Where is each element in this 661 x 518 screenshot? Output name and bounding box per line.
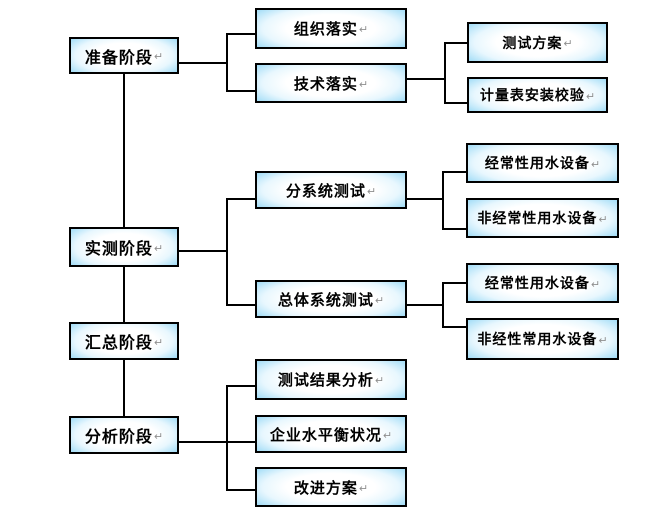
connector-tech-out <box>407 78 445 80</box>
node-label: 总体系统测试 <box>277 290 374 309</box>
paragraph-return-mark: ↵ <box>585 89 596 103</box>
connector-spine-summary-analysis <box>123 360 125 416</box>
node-label: 汇总阶段 <box>84 333 153 352</box>
node-test-result-analysis: 测试结果分析↵ <box>255 359 407 400</box>
node-label: 经常性用水设备 <box>484 276 590 292</box>
connector-analysis-out <box>179 441 255 443</box>
paragraph-return-mark: ↵ <box>598 212 608 226</box>
node-analysis-phase: 分析阶段↵ <box>69 416 179 454</box>
paragraph-return-mark: ↵ <box>382 428 393 442</box>
connector-prep-out <box>179 62 227 64</box>
paragraph-return-mark: ↵ <box>374 293 385 307</box>
node-label: 测试结果分析 <box>277 371 374 389</box>
node-label: 计量表安装校验 <box>479 88 585 104</box>
connector-stub-org <box>226 33 255 35</box>
paragraph-return-mark: ↵ <box>153 335 164 349</box>
node-label: 企业水平衡状况 <box>269 425 382 444</box>
node-label: 改进方案 <box>293 478 358 497</box>
connector-bracket-d <box>442 171 444 230</box>
paragraph-return-mark: ↵ <box>358 23 369 36</box>
paragraph-return-mark: ↵ <box>358 481 369 495</box>
paragraph-return-mark: ↵ <box>153 241 164 255</box>
connector-spine-measure-summary <box>123 267 125 322</box>
connector-bracket-a <box>226 33 228 92</box>
connector-measure-out <box>179 250 227 252</box>
node-improvement-plan: 改进方案↵ <box>255 467 407 507</box>
connector-stub-tech <box>226 90 255 92</box>
paragraph-return-mark: ↵ <box>153 50 164 63</box>
paragraph-return-mark: ↵ <box>366 184 377 198</box>
node-nonregular-water-equipment-1: 非经常性用水设备↵ <box>466 198 619 238</box>
connector-bracket-f <box>226 385 228 491</box>
node-label: 组织落实 <box>293 20 358 38</box>
paragraph-return-mark: ↵ <box>590 277 601 291</box>
node-test-plan: 测试方案↵ <box>467 22 608 63</box>
node-nonregular-water-equipment-2: 非经性常用水设备↵ <box>466 318 619 360</box>
node-preparation-phase: 准备阶段↵ <box>69 37 179 74</box>
connector-stub-regular1 <box>442 171 466 173</box>
connector-stub-subsys <box>226 198 255 200</box>
node-label: 非经性常用水设备 <box>477 332 598 348</box>
connector-stub-regular2 <box>442 282 466 284</box>
connector-stub-nonregular1 <box>442 228 466 230</box>
connector-stub-nonregular2 <box>442 326 466 328</box>
connector-bracket-b <box>444 42 446 104</box>
connector-spine-prep-measure <box>123 74 125 227</box>
node-subsystem-test: 分系统测试↵ <box>255 171 407 209</box>
connector-subsys-out <box>407 198 443 200</box>
node-regular-water-equipment-1: 经常性用水设备↵ <box>466 143 619 183</box>
paragraph-return-mark: ↵ <box>358 77 369 91</box>
node-label: 实测阶段 <box>84 239 153 258</box>
node-enterprise-water-balance-status: 企业水平衡状况↵ <box>255 415 407 453</box>
node-label: 分系统测试 <box>285 181 366 200</box>
node-summary-phase: 汇总阶段↵ <box>69 322 179 360</box>
paragraph-return-mark: ↵ <box>590 157 601 171</box>
node-technical-implementation: 技术落实↵ <box>255 63 407 103</box>
node-label: 技术落实 <box>293 74 358 93</box>
node-label: 准备阶段 <box>84 47 153 67</box>
node-regular-water-equipment-2: 经常性用水设备↵ <box>466 263 619 303</box>
paragraph-return-mark: ↵ <box>598 333 608 347</box>
node-meter-installation-calibration: 计量表安装校验↵ <box>467 77 608 113</box>
connector-stub-improve <box>226 489 255 491</box>
paragraph-return-mark: ↵ <box>374 374 385 387</box>
connector-stub-result <box>226 385 255 387</box>
node-label: 经常性用水设备 <box>484 156 590 172</box>
node-overall-system-test: 总体系统测试↵ <box>255 280 407 318</box>
node-organization-implementation: 组织落实↵ <box>255 8 407 49</box>
paragraph-return-mark: ↵ <box>153 429 164 443</box>
connector-stub-meter <box>444 102 467 104</box>
node-label: 测试方案 <box>502 35 563 52</box>
node-label: 分析阶段 <box>84 427 153 446</box>
connector-stub-plan <box>444 42 467 44</box>
node-measurement-phase: 实测阶段↵ <box>69 227 179 267</box>
paragraph-return-mark: ↵ <box>563 37 573 50</box>
connector-bracket-c <box>226 198 228 306</box>
node-label: 非经常性用水设备 <box>477 211 598 227</box>
connector-overall-out <box>407 304 443 306</box>
connector-stub-overall <box>226 304 255 306</box>
connector-bracket-e <box>442 282 444 328</box>
